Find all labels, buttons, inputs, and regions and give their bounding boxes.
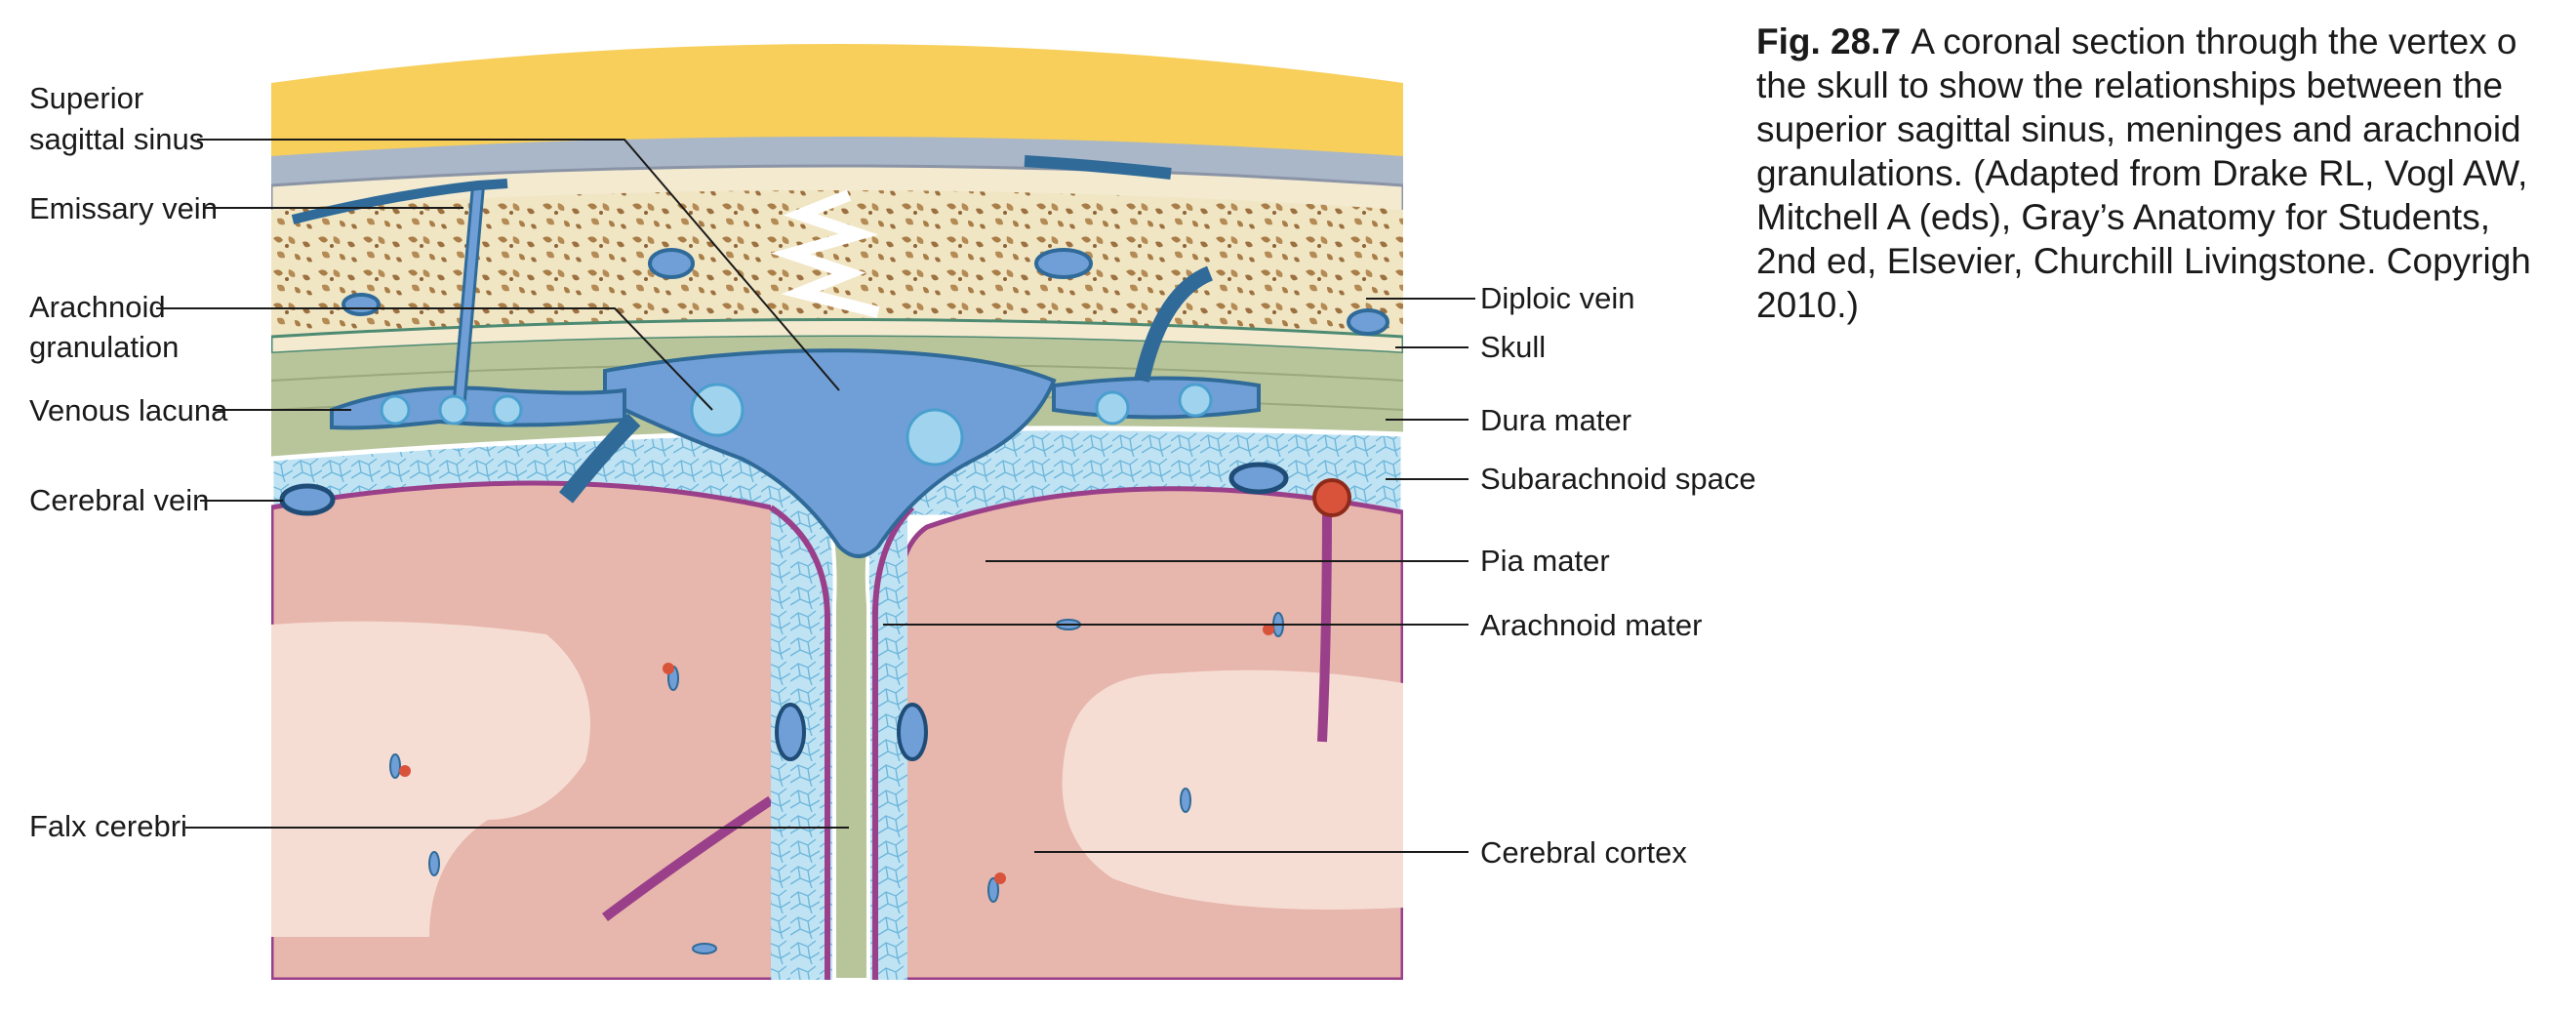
- label-dura-mater: Dura mater: [1480, 403, 1631, 437]
- right-sulcus-vessel: [1317, 506, 1332, 743]
- label-arachnoid-granulation-2: granulation: [29, 330, 179, 364]
- caption-line-4: granulations. (Adapted from Drake RL, Vo…: [1756, 153, 2528, 193]
- label-arachnoid-granulation-1: Arachnoid: [29, 290, 166, 324]
- left-sulcus: [602, 795, 774, 922]
- label-superior-sagittal-sinus-2: sagittal sinus: [29, 122, 204, 156]
- caption-line-5: Mitchell A (eds), Gray’s Anatomy for Stu…: [1756, 197, 2490, 237]
- cortical-vessels: [389, 612, 1284, 954]
- cerebral-vein-right: [1228, 462, 1289, 495]
- figure-caption: Fig. 28.7 A coronal section through the …: [1756, 20, 2576, 327]
- caption-line-1: Fig. 28.7 A coronal section through the …: [1756, 20, 2576, 63]
- label-venous-lacuna: Venous lacuna: [29, 393, 228, 427]
- caption-line-3: superior sagittal sinus, meninges and ar…: [1756, 109, 2521, 149]
- caption-line-7: 2010.): [1756, 285, 1859, 325]
- caption-line-6: 2nd ed, Elsevier, Churchill Livingstone.…: [1756, 241, 2531, 281]
- diploic-vein-channel: [1134, 265, 1214, 383]
- leader-superior-sagittal-sinus: [197, 139, 840, 391]
- caption-text-1: A coronal section through the vertex o: [1911, 21, 2517, 61]
- leader-arachnoid-granulation: [156, 307, 713, 411]
- label-falx-cerebri: Falx cerebri: [29, 809, 187, 843]
- diploic-vein-b: [1034, 248, 1093, 279]
- label-skull: Skull: [1480, 330, 1546, 364]
- cerebral-vein-left-branch: [558, 413, 641, 504]
- midline-vein-right: [897, 703, 928, 761]
- scalp-vein: [291, 179, 508, 224]
- right-venous-lacuna: [1052, 376, 1261, 420]
- caption-line-2: the skull to show the relationships betw…: [1756, 65, 2504, 105]
- caption-fig-label: Fig. 28.7: [1756, 21, 1902, 61]
- diploic-vein-d: [1347, 308, 1389, 336]
- midline-pia: [769, 505, 915, 980]
- figure-labels: Superior sagittal sinus Emissary vein Ar…: [29, 81, 1756, 870]
- cerebral-vein-left: [279, 483, 336, 516]
- scalp-vein-right: [1024, 155, 1172, 180]
- sagittal-suture: [770, 189, 880, 318]
- left-white-matter: [271, 621, 590, 937]
- label-superior-sagittal-sinus-1: Superior: [29, 81, 143, 115]
- midline-vein-left: [775, 703, 806, 761]
- label-cerebral-vein: Cerebral vein: [29, 483, 209, 517]
- diploic-vein-c: [342, 293, 381, 316]
- right-white-matter: [1062, 669, 1403, 910]
- cortical-arterioles: [399, 624, 1274, 884]
- label-pia-mater: Pia mater: [1480, 544, 1610, 578]
- label-emissary-vein: Emissary vein: [29, 191, 218, 225]
- label-cerebral-cortex: Cerebral cortex: [1480, 835, 1687, 870]
- leader-lines: [156, 139, 1475, 853]
- arachnoid-granulations: [380, 383, 1213, 466]
- diploic-vein-a: [648, 248, 695, 279]
- label-arachnoid-mater: Arachnoid mater: [1480, 608, 1702, 642]
- emissary-vein-lumen: [455, 184, 482, 411]
- label-subarachnoid-space: Subarachnoid space: [1480, 462, 1756, 496]
- cerebral-artery: [1312, 478, 1351, 517]
- section-illustration: [271, 44, 1403, 980]
- label-diploic-vein: Diploic vein: [1480, 281, 1635, 315]
